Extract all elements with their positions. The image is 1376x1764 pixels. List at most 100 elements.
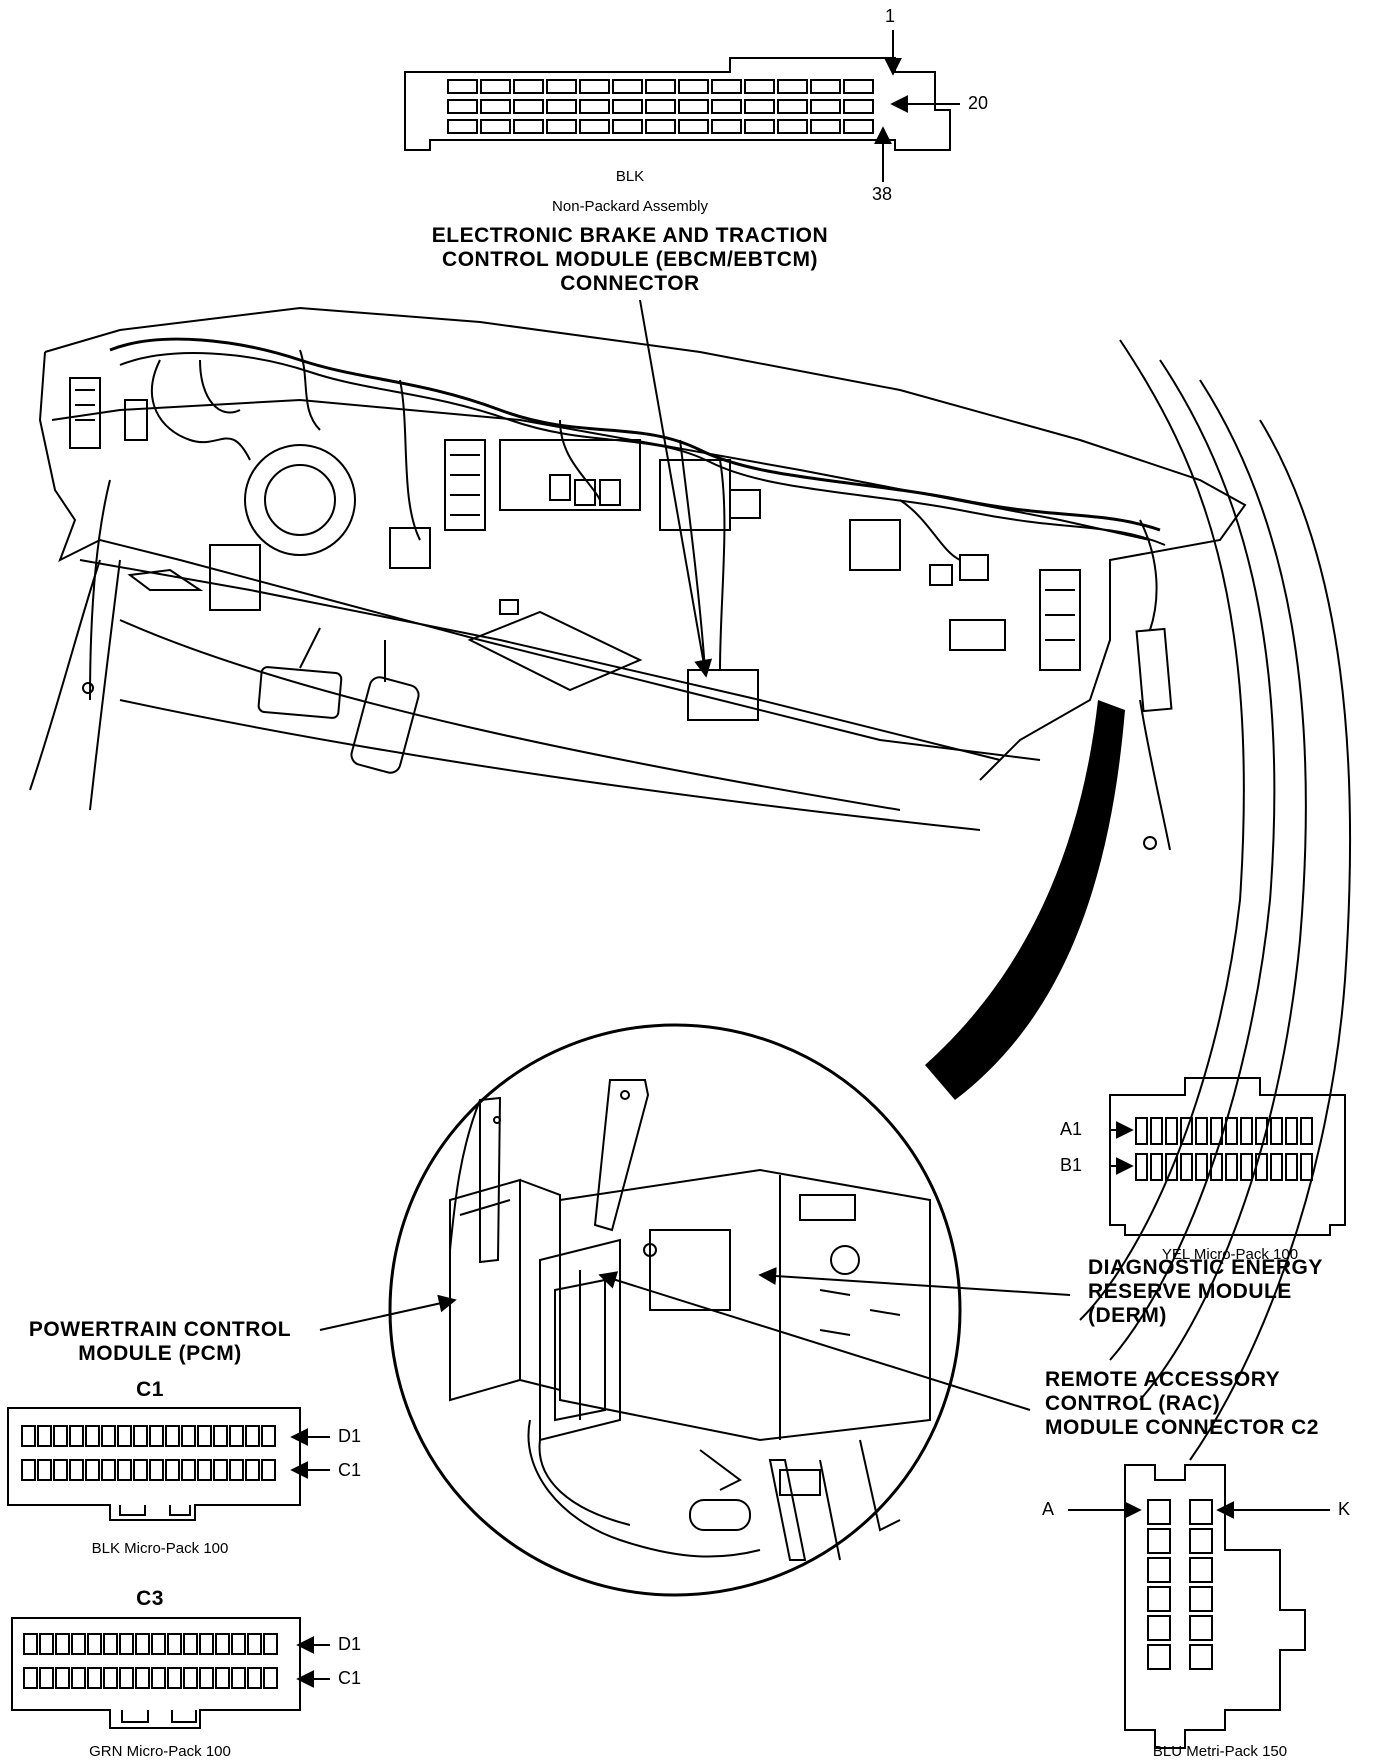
instrument-panel-illustration [29, 306, 1352, 1461]
pcm-c3-label: C3 [136, 1587, 164, 1610]
rac-title: REMOTE ACCESSORY CONTROL (RAC) MODULE CO… [1045, 1368, 1319, 1440]
ebcm-pin-first-label: 1 [885, 6, 896, 26]
ebcm-pin-cavity [546, 119, 577, 134]
derm-pin-cavity [1195, 1153, 1208, 1181]
pcm-c1-connector [7, 1407, 301, 1521]
derm-pin-grid [1135, 1117, 1313, 1181]
rac-title-line-2: CONTROL (RAC) [1045, 1392, 1221, 1415]
pcm-c1-pin-cavity [229, 1425, 244, 1447]
ebcm-pin-cavity [579, 79, 610, 94]
pcm-c3-pin-cavity [263, 1633, 278, 1655]
pcm-c3-pin-cavity [39, 1633, 54, 1655]
derm-title-line-2: RESERVE MODULE [1088, 1280, 1292, 1303]
pcm-c3-pin-cavity [23, 1667, 38, 1689]
derm-pin-cavity [1225, 1153, 1238, 1181]
rac-pin-cavity [1189, 1586, 1213, 1612]
pcm-c3-pin-cavity [55, 1667, 70, 1689]
pcm-c3-pin-top-label: D1 [338, 1634, 362, 1654]
pcm-c3-pin-cavity [119, 1667, 134, 1689]
ebcm-pin-cavity [612, 119, 643, 134]
ebcm-pin-cavity [513, 119, 544, 134]
rac-leader-line [598, 1271, 1031, 1411]
ebcm-connector-body [404, 57, 951, 151]
pcm-c3-pin-cavity [167, 1667, 182, 1689]
pcm-c1-pin-bottom-label: C1 [338, 1460, 362, 1480]
pcm-c1-pin-cavity [213, 1425, 228, 1447]
ebcm-pin-cavity [546, 99, 577, 114]
pcm-title-line-1: POWERTRAIN CONTROL [28, 1318, 292, 1341]
pcm-c1-pin-grid [21, 1425, 276, 1481]
ebcm-pin-cavity [744, 99, 775, 114]
derm-pin-cavity [1240, 1117, 1253, 1145]
rac-pin-cavity [1147, 1615, 1171, 1641]
pcm-c1-pin-cavity [21, 1459, 36, 1481]
ebcm-pin-cavity [579, 119, 610, 134]
derm-pin-b1-label: B1 [1060, 1155, 1083, 1175]
ebcm-pin-cavity [612, 79, 643, 94]
ebcm-pin-cavity [447, 99, 478, 114]
ebcm-pin-cavity [546, 79, 577, 94]
pcm-c3-pin-cavity [87, 1667, 102, 1689]
pcm-c3-pin-cavity [231, 1633, 246, 1655]
pcm-c1-pin-cavity [101, 1459, 116, 1481]
ebcm-title-line-3: CONNECTOR [560, 272, 700, 295]
rac-pin-cavity [1147, 1644, 1171, 1670]
ebcm-pin-cavity [513, 79, 544, 94]
ebcm-pin-cavity [645, 79, 676, 94]
pcm-c3-color-type-label: GRN Micro-Pack 100 [89, 1743, 231, 1760]
pcm-c3-pin-cavity [103, 1667, 118, 1689]
ebcm-pin-cavity [480, 79, 511, 94]
pcm-c1-pin-cavity [181, 1425, 196, 1447]
ebcm-pin-cavity [513, 99, 544, 114]
magnifier-circle [388, 1023, 962, 1597]
pcm-c3-pin-cavity [199, 1667, 214, 1689]
magnifier-band [925, 700, 1125, 1100]
pcm-c1-label: C1 [136, 1378, 164, 1401]
derm-pin-cavity [1180, 1153, 1193, 1181]
pcm-title-line-2: MODULE (PCM) [78, 1342, 242, 1365]
ebcm-pin-cavity [777, 79, 808, 94]
derm-pin-cavity [1285, 1153, 1298, 1181]
pcm-c3-pin-cavity [71, 1633, 86, 1655]
rac-pin-k-label: K [1338, 1499, 1351, 1519]
pcm-c1-pin-cavity [245, 1425, 260, 1447]
rac-pin-a-label: A [1042, 1499, 1055, 1519]
pcm-c3-pin-cavity [39, 1667, 54, 1689]
derm-pin-cavity [1150, 1153, 1163, 1181]
ebcm-pin-cavity [777, 99, 808, 114]
ebcm-pin-cavity [777, 119, 808, 134]
pcm-c3-pin-cavity [151, 1667, 166, 1689]
ebcm-pin-row2-label: 20 [968, 93, 989, 113]
pcm-c1-pin-cavity [197, 1425, 212, 1447]
ebcm-pin-cavity [645, 119, 676, 134]
ebcm-pin-cavity [447, 119, 478, 134]
pcm-c1-pin-cavity [261, 1459, 276, 1481]
pcm-c1-pin-cavity [133, 1459, 148, 1481]
pcm-c3-pin-cavity [231, 1667, 246, 1689]
derm-pin-cavity [1255, 1153, 1268, 1181]
pcm-leader-line [319, 1294, 457, 1331]
ebcm-pin-cavity [810, 79, 841, 94]
ebcm-title-line-2: CONTROL MODULE (EBCM/EBTCM) [442, 248, 818, 271]
ebcm-color-label: BLK [615, 168, 645, 185]
pcm-c1-pin-cavity [197, 1459, 212, 1481]
pcm-c1-pin-cavity [149, 1459, 164, 1481]
ebcm-pin-cavity [480, 99, 511, 114]
rac-title-line-3: MODULE CONNECTOR C2 [1045, 1416, 1319, 1439]
ebcm-pin-cavity [678, 79, 709, 94]
derm-pin-cavity [1210, 1117, 1223, 1145]
pcm-c1-pin-arrows [290, 1428, 330, 1479]
pcm-c1-pin-cavity [69, 1425, 84, 1447]
rac-pin-cavity [1189, 1528, 1213, 1554]
ebcm-pin-cavity [447, 79, 478, 94]
derm-connector [1109, 1077, 1346, 1236]
ebcm-assembly-label: Non-Packard Assembly [552, 198, 708, 215]
rac-pin-cavity [1189, 1557, 1213, 1583]
derm-pin-cavity [1300, 1153, 1313, 1181]
derm-pin-cavity [1150, 1117, 1163, 1145]
derm-leader-line [758, 1267, 1071, 1296]
pcm-c1-pin-cavity [117, 1425, 132, 1447]
pcm-c3-pin-cavity [135, 1633, 150, 1655]
pcm-c3-pin-cavity [247, 1633, 262, 1655]
pcm-c3-pin-cavity [71, 1667, 86, 1689]
